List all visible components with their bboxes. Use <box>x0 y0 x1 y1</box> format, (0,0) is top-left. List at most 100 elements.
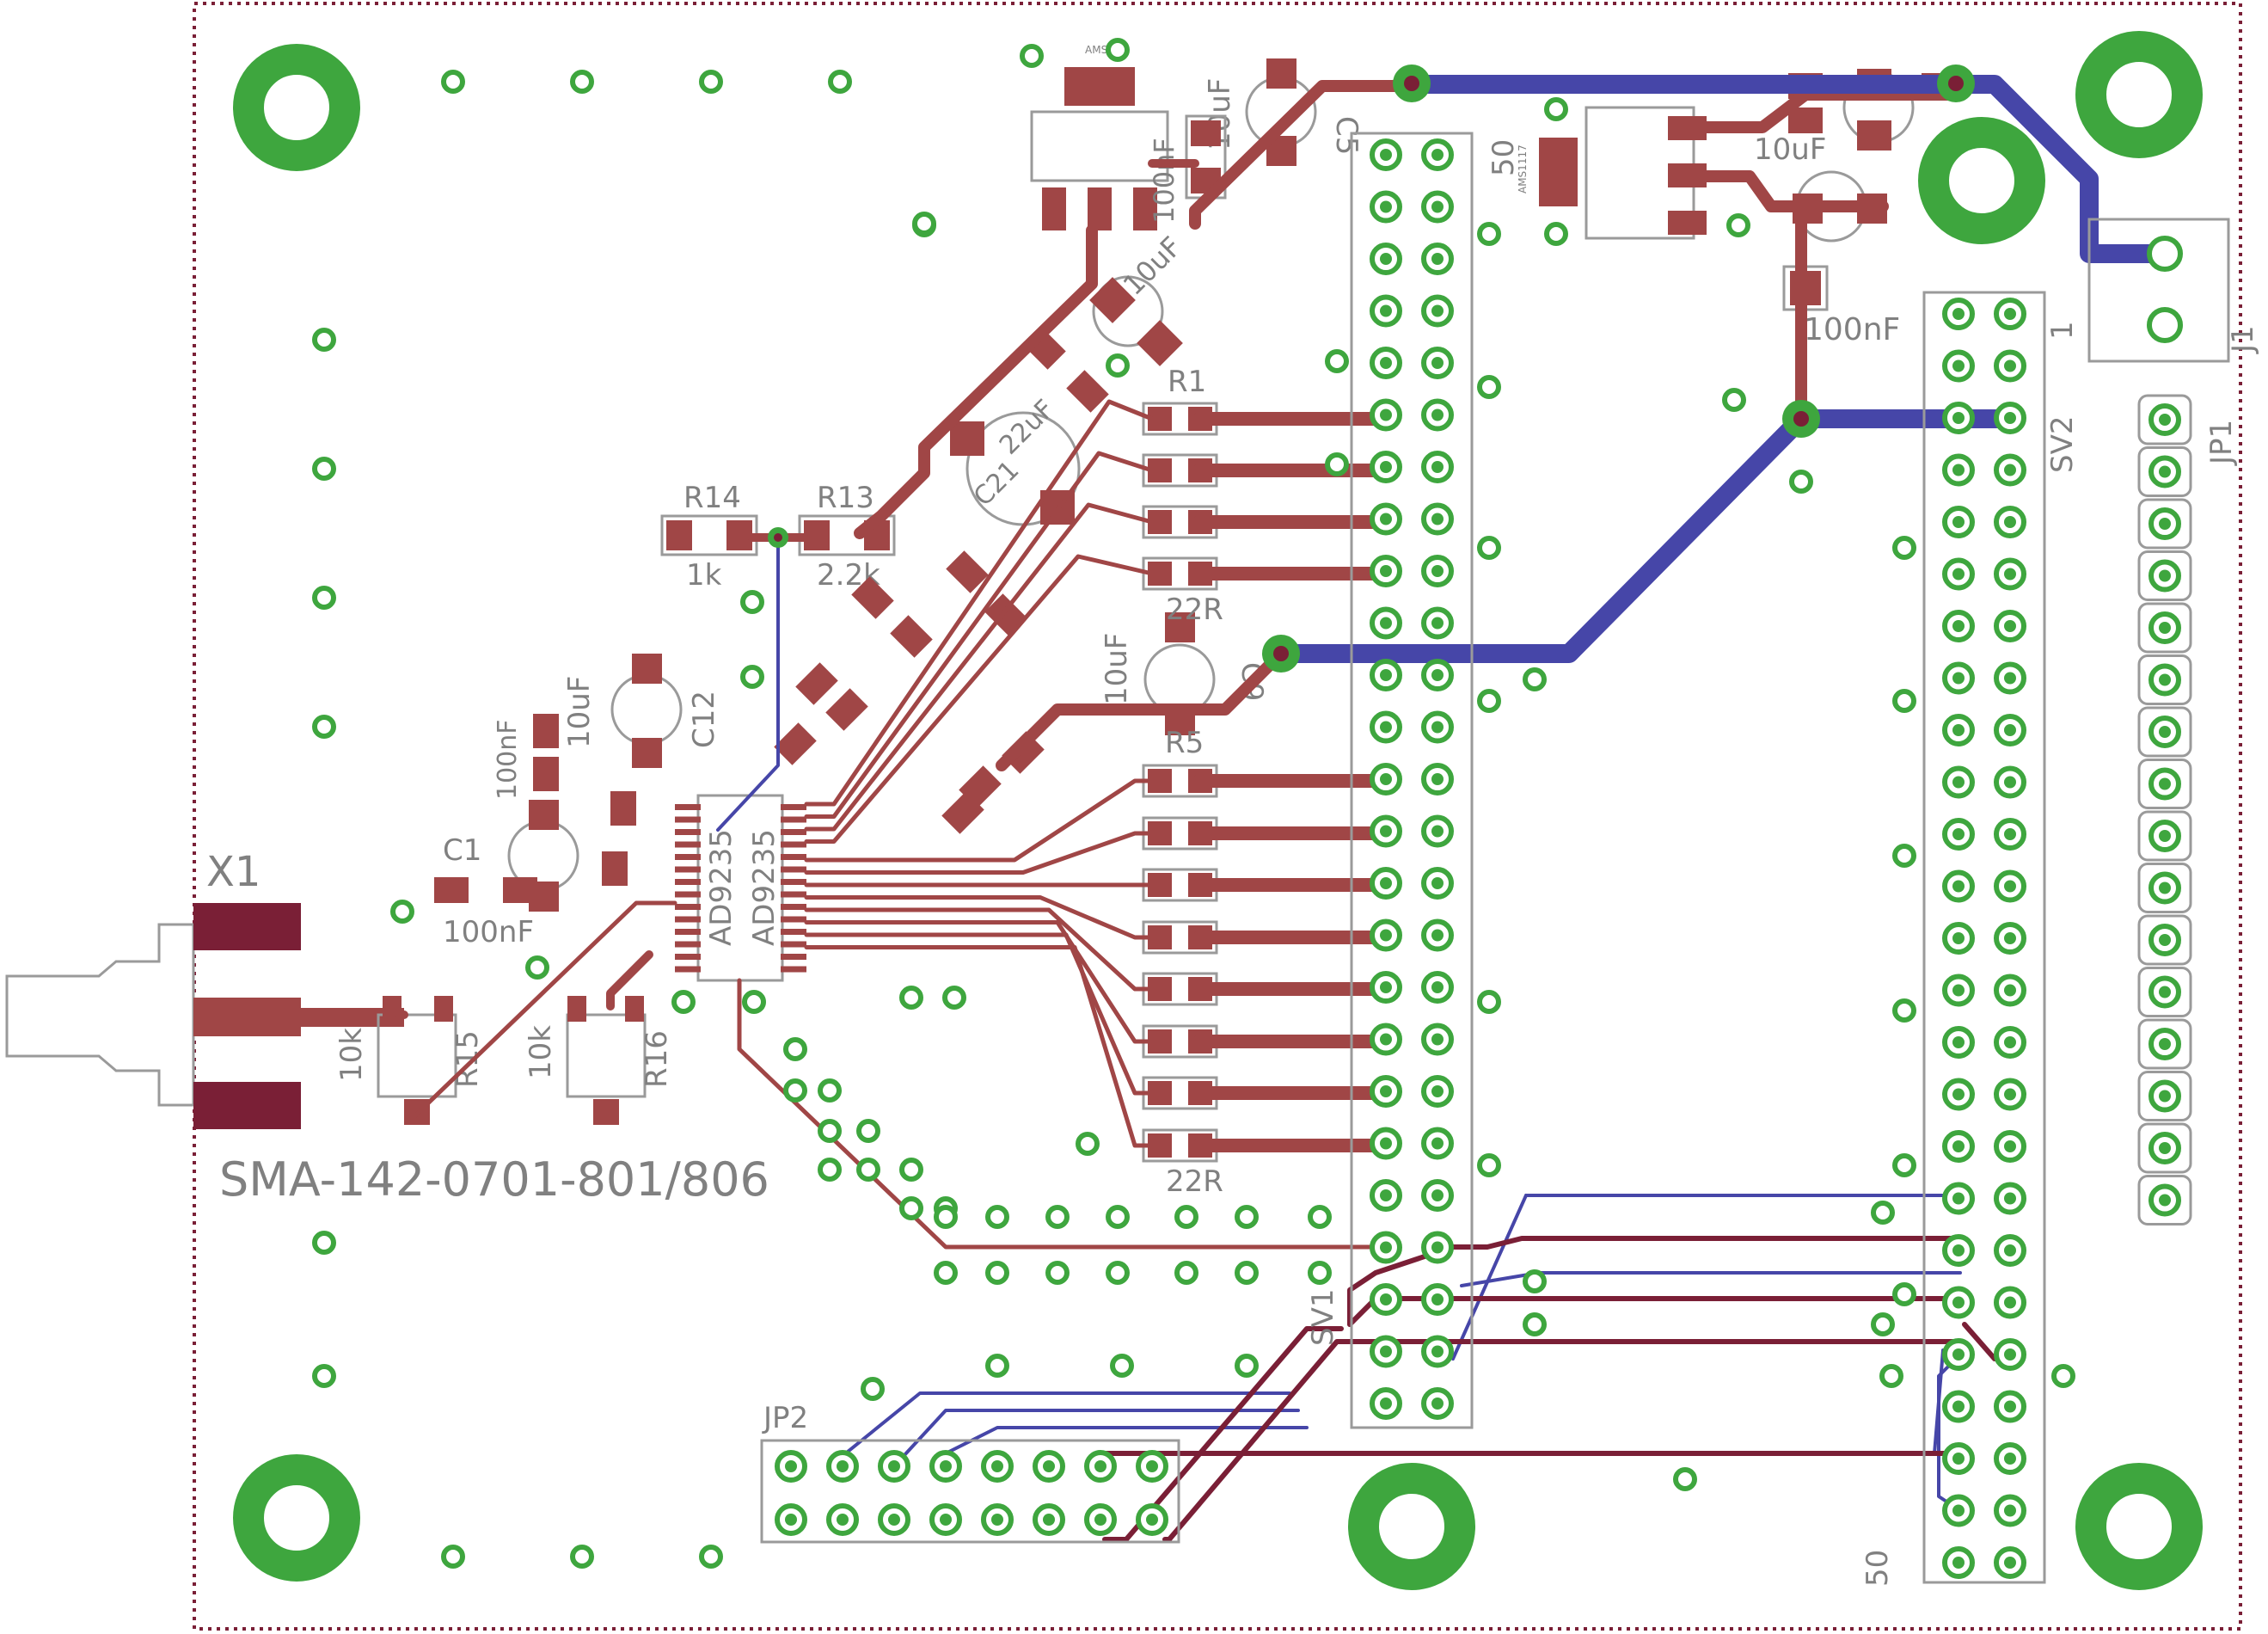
pin-core <box>2159 465 2171 478</box>
pin-core <box>1380 1189 1392 1201</box>
ic-pad <box>781 941 806 948</box>
svg-text:AD9235: AD9235 <box>704 829 739 946</box>
capacitor-c5: C5 10uF <box>1203 58 1364 166</box>
pin-core <box>2004 776 2016 789</box>
via <box>818 1158 842 1182</box>
via <box>312 586 336 610</box>
svg-text:10k: 10k <box>524 1025 558 1079</box>
via <box>1544 97 1568 121</box>
ic-pad <box>781 904 806 910</box>
jp1-cell <box>2137 1018 2192 1070</box>
r5-ref: R5 <box>1165 726 1204 760</box>
pin-core <box>1431 617 1444 630</box>
via <box>783 1078 807 1103</box>
pin-core <box>1431 357 1444 369</box>
svg-text:100nF: 100nF <box>493 719 523 800</box>
ic-pad <box>781 829 806 835</box>
svg-text:AD9235: AD9235 <box>747 829 782 946</box>
via <box>861 1377 885 1401</box>
via <box>856 1158 880 1182</box>
pin-core <box>1146 1460 1158 1472</box>
pin-core <box>1952 984 1965 997</box>
jp1-cell <box>2137 602 2192 654</box>
r1-ref: R1 <box>1168 365 1206 399</box>
pin-core <box>888 1460 900 1472</box>
pin-core <box>1431 513 1444 525</box>
ic-pad <box>675 854 701 860</box>
via <box>1523 667 1547 691</box>
via <box>1726 213 1750 237</box>
ic-pad <box>675 866 701 873</box>
pin-core <box>1380 981 1392 993</box>
ic-pad <box>781 916 806 923</box>
capacitor-c1x: C1 100nF <box>443 800 579 949</box>
pin-core <box>2004 828 2016 840</box>
fanout-trace <box>804 920 1155 1044</box>
pin-core <box>2159 777 2171 790</box>
pin-core <box>1431 981 1444 993</box>
ic-pad <box>675 804 701 810</box>
pin-core <box>2004 1348 2016 1361</box>
pin-core <box>1380 929 1392 942</box>
pin-core <box>991 1460 1003 1472</box>
regulator-ams2: AMS1117 <box>1517 106 1707 240</box>
svg-text:1k: 1k <box>686 558 722 593</box>
pin-core <box>2159 1194 2171 1207</box>
pin-core <box>2159 1038 2171 1050</box>
via <box>1477 689 1501 713</box>
pin-core <box>1952 1088 1965 1101</box>
via <box>1174 1205 1198 1229</box>
pin-core <box>1952 1453 1965 1465</box>
pin-core <box>1380 200 1392 213</box>
pin-core <box>1952 1504 1965 1517</box>
pin-core <box>2004 984 2016 997</box>
via <box>1544 222 1568 246</box>
capacitor-c-top-b: 10uF <box>1089 230 1188 366</box>
via <box>1892 536 1916 560</box>
via <box>1235 1354 1259 1378</box>
jp1-cell <box>2137 446 2192 497</box>
via <box>818 1078 842 1103</box>
svg-text:SV1: SV1 <box>1306 1289 1340 1346</box>
pin-core <box>1094 1460 1106 1472</box>
capacitor-c12: C12 10uF <box>562 654 721 768</box>
pin-core <box>1380 1345 1392 1358</box>
pin-core <box>1431 1398 1444 1410</box>
via <box>912 212 936 236</box>
pin-core <box>1380 513 1392 525</box>
header-jp1: JP1 <box>2137 394 2239 1226</box>
ic-pad <box>675 966 701 973</box>
pin-core <box>1431 825 1444 838</box>
svg-text:50: 50 <box>1860 1550 1895 1587</box>
svg-text:R16: R16 <box>640 1030 674 1088</box>
ic-pad <box>675 816 701 823</box>
via <box>783 1037 807 1061</box>
pin-core <box>1380 1033 1392 1046</box>
ic-pad <box>675 916 701 923</box>
via <box>1045 1205 1070 1229</box>
via <box>1477 1153 1501 1177</box>
pin-core <box>2159 673 2171 686</box>
pin-core <box>1952 1192 1965 1205</box>
pin-core <box>2004 1400 2016 1413</box>
fanout-trace <box>804 907 1155 992</box>
pin-core <box>2159 726 2171 738</box>
jp1-cell <box>2137 1122 2192 1174</box>
pin-core <box>2159 1090 2171 1103</box>
resistor-r15: 10k R15 <box>334 996 485 1125</box>
pin-core <box>2004 516 2016 528</box>
ic-pad <box>675 929 701 935</box>
pin-core <box>1380 669 1392 681</box>
ic-pad <box>781 954 806 960</box>
via <box>441 70 465 94</box>
via <box>742 990 766 1014</box>
fanout-trace <box>804 451 1155 819</box>
pin-core <box>1431 721 1444 734</box>
bottom-traces <box>716 75 2174 1515</box>
via <box>525 955 549 980</box>
via <box>1871 1312 1895 1336</box>
pin-core <box>1952 724 1965 736</box>
via <box>740 665 764 689</box>
pin-core <box>2004 464 2016 476</box>
pin-core <box>1952 1140 1965 1152</box>
